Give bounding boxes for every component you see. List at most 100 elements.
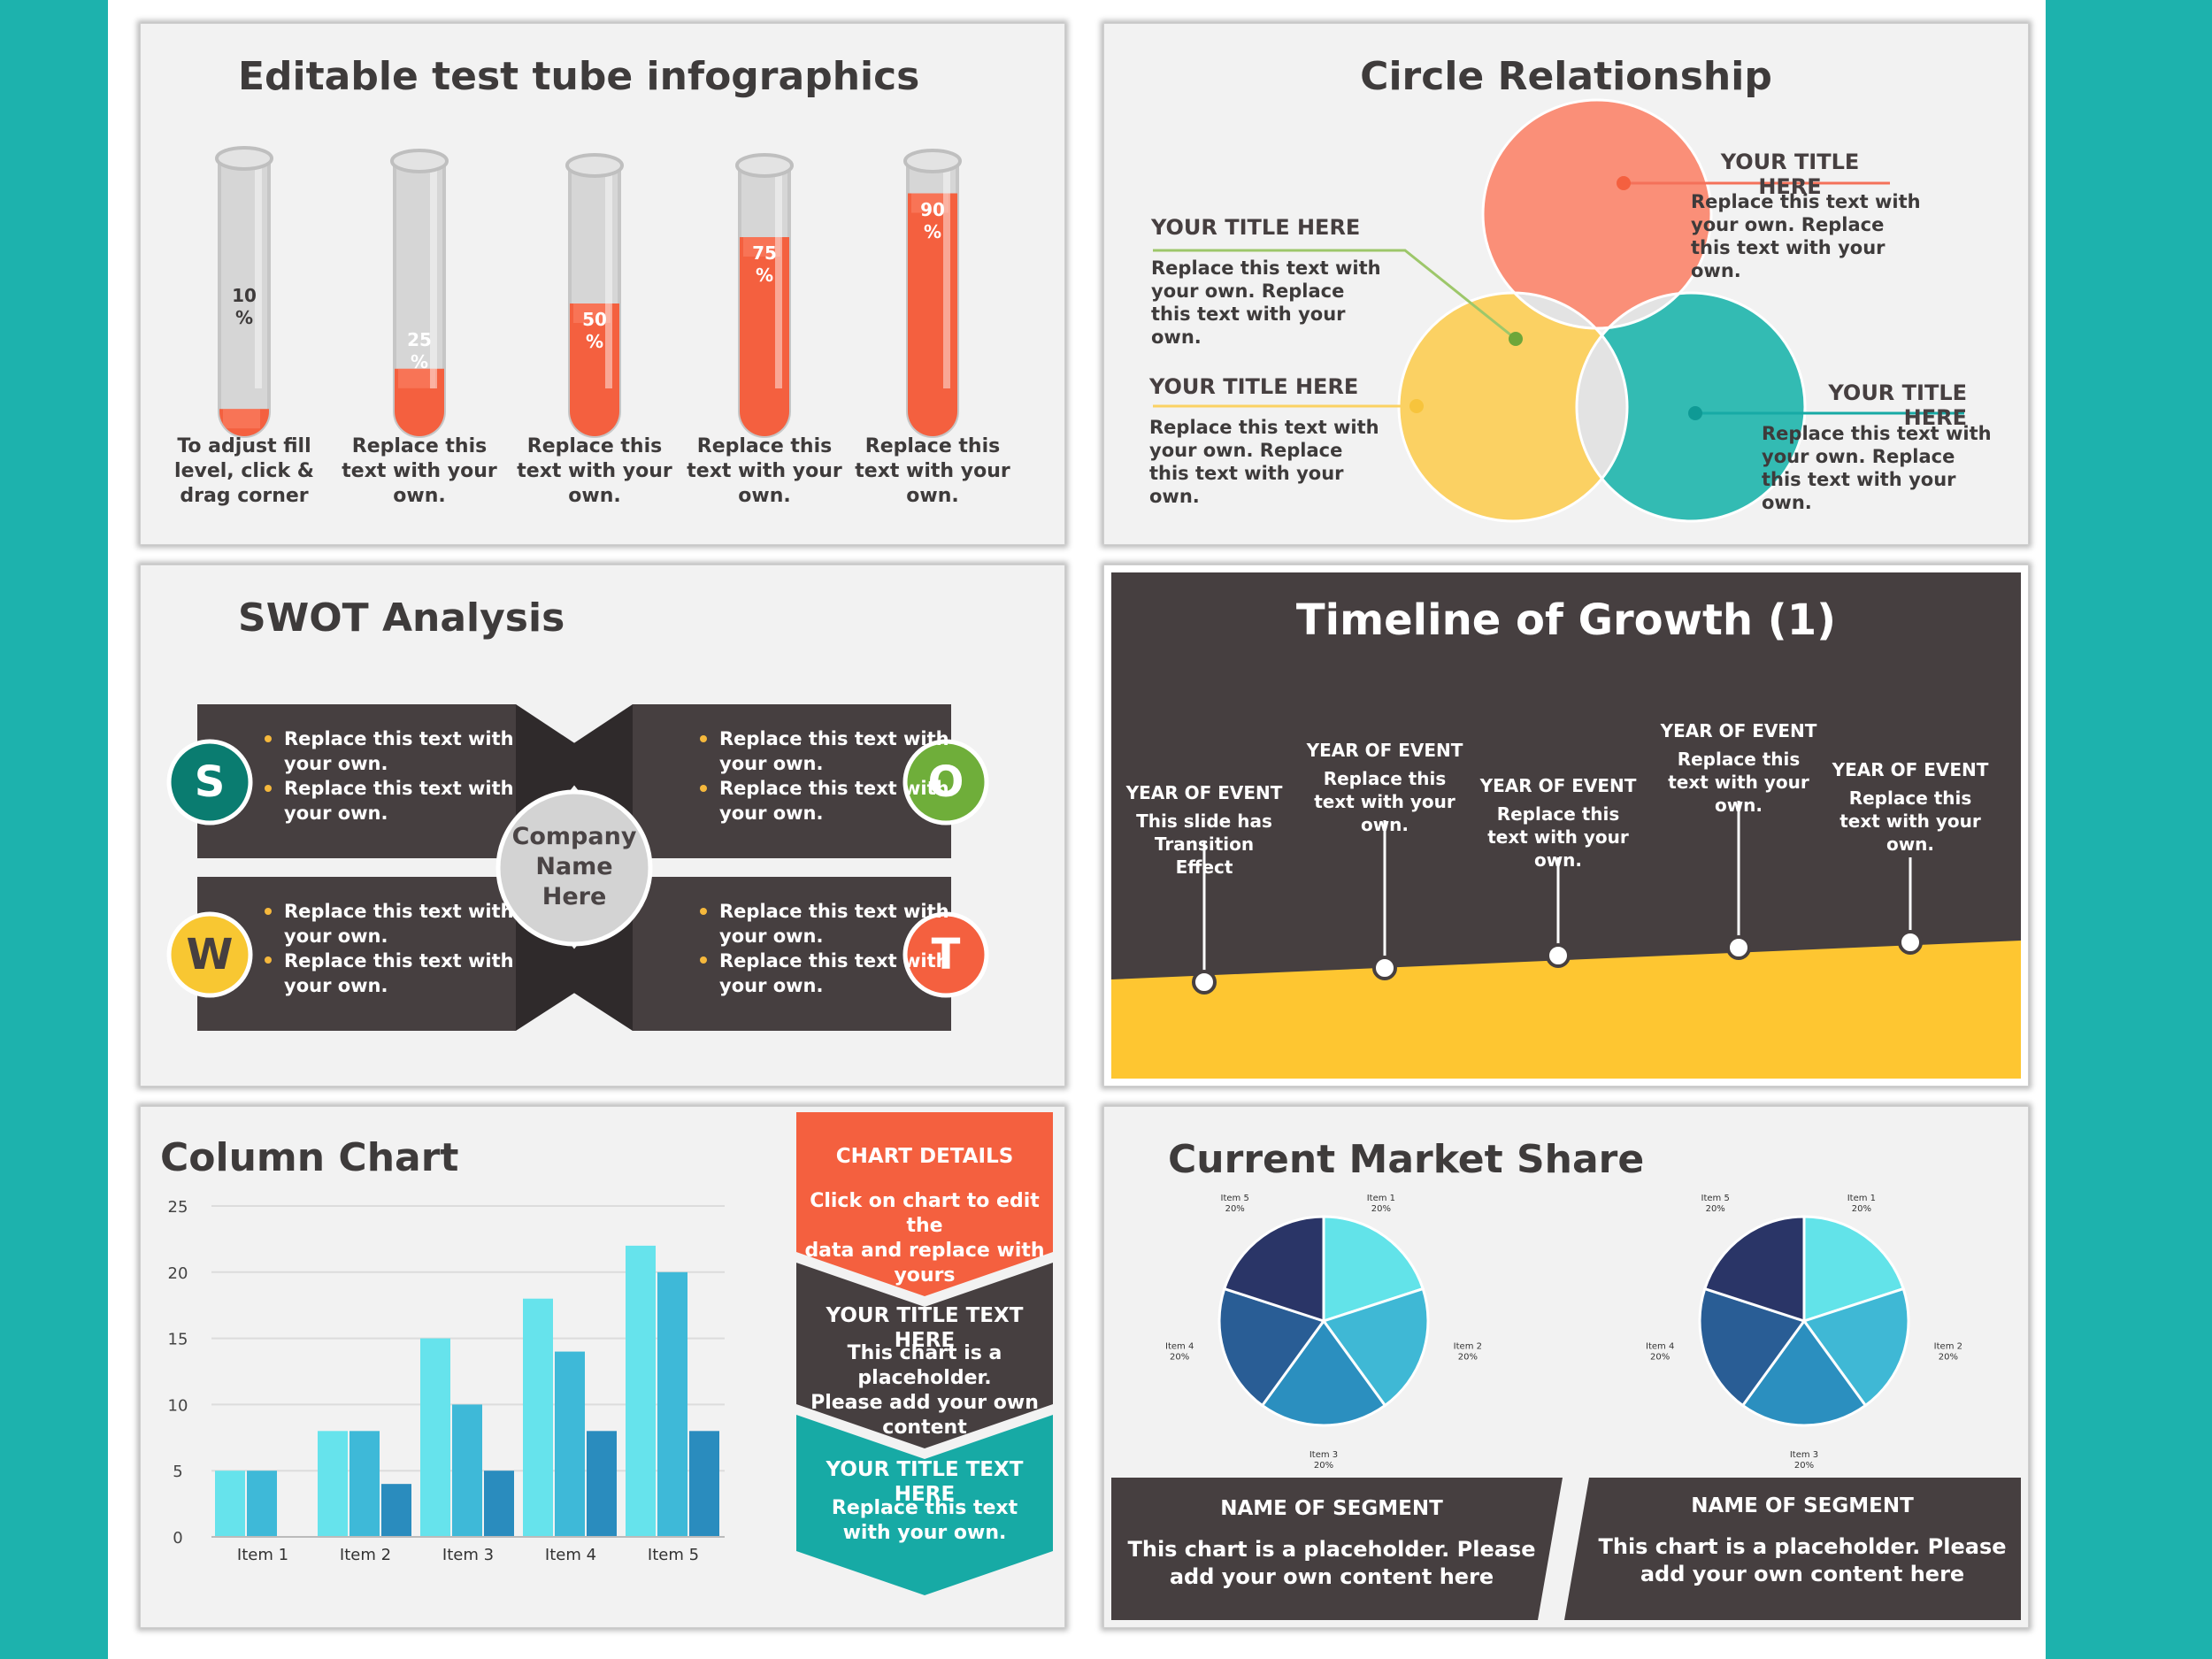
timeline-marker — [1546, 943, 1571, 968]
timeline-year: YEAR OF EVENT — [1125, 782, 1283, 803]
timeline-text-line: own. — [1360, 814, 1409, 835]
tube-liquid — [908, 193, 957, 436]
tube-percent-text: % — [410, 351, 429, 373]
pie-charts[interactable]: Item 120%Item 220%Item 320%Item 420%Item… — [1104, 1107, 2028, 1627]
text-line: your own. Replace — [1691, 214, 1885, 235]
swot-bullet-line: Replace this text with — [284, 950, 514, 972]
timeline-text-line: text with your — [1668, 772, 1809, 793]
timeline-year: YEAR OF EVENT — [1832, 759, 1989, 780]
tube-percent-label: 75% — [738, 242, 791, 287]
tube-caption-line: drag corner — [180, 485, 309, 507]
bar — [215, 1471, 245, 1537]
bar — [626, 1245, 656, 1537]
tube-percent-text: 10 — [232, 285, 257, 306]
y-tick-label: 25 — [168, 1198, 188, 1217]
chart-details-panel — [796, 1112, 1053, 1595]
bar — [555, 1351, 585, 1537]
slide-test-tubes[interactable]: Editable test tube infographics 10%To ad… — [140, 23, 1065, 545]
tube-rim — [565, 153, 624, 178]
timeline-graphic — [1111, 801, 2021, 1079]
slice-label: Item 2 — [1934, 1341, 1962, 1351]
tube-liquid — [395, 368, 444, 436]
tube-percent-text: % — [755, 265, 774, 286]
x-tick-label: Item 4 — [545, 1546, 596, 1564]
timeline-text-line: Effect — [1175, 856, 1233, 878]
pie-slice — [1702, 1215, 1806, 1324]
timeline-text-line: text with your — [1487, 826, 1629, 848]
company-name-line: Name — [535, 853, 613, 880]
timeline-text-line: text with your — [1839, 810, 1981, 832]
tube-percent-text: % — [234, 307, 254, 328]
tube-caption-line: Replace this — [864, 435, 1001, 457]
tube-rim — [735, 153, 794, 178]
timeline-marker — [1726, 935, 1751, 960]
swot-letter-s: S — [194, 757, 226, 807]
slide-title: Timeline of Growth (1) — [1295, 595, 1837, 645]
tube-caption-line: text with your — [342, 460, 497, 482]
slice-label: Item 1 — [1367, 1194, 1395, 1203]
slide-title: Editable test tube infographics — [238, 54, 920, 99]
slice-value: 20% — [1794, 1461, 1814, 1471]
slice-value: 20% — [1939, 1352, 1958, 1362]
x-tick-label: Item 2 — [340, 1546, 391, 1564]
swot-bullet-line: your own. — [284, 926, 388, 947]
text-line: own. — [1149, 486, 1200, 507]
x-tick-label: Item 1 — [237, 1546, 288, 1564]
text-line: This chart is a placeholder. Please — [1598, 1534, 2007, 1559]
text-line: Replace this text with — [1691, 191, 1921, 212]
tube-liquid — [740, 237, 789, 436]
text-line: Please add your own — [810, 1392, 1039, 1414]
timeline-text-line: own. — [1533, 849, 1583, 871]
text-line: This chart is a placeholder. Please — [1127, 1537, 1536, 1562]
mid-left-heading: YOUR TITLE HERE — [1149, 374, 1359, 399]
swot-bullet-line: your own. — [719, 975, 824, 996]
top-right-heading: YOUR TITLE HERE — [1720, 150, 1860, 199]
bar — [587, 1431, 617, 1537]
y-tick-label: 20 — [168, 1264, 188, 1283]
bar — [318, 1431, 348, 1537]
top-left-heading: YOUR TITLE HERE — [1151, 215, 1361, 240]
segment-left-heading: NAME OF SEGMENT — [1220, 1497, 1443, 1520]
slide-circle-relationship[interactable]: Circle Relationship — [1103, 23, 2029, 545]
slice-label: Item 3 — [1310, 1450, 1338, 1460]
tube-caption-line: text with your — [517, 460, 672, 482]
tube-percent-text: 90 — [920, 198, 945, 220]
chart-details-heading: CHART DETAILS — [835, 1145, 1014, 1168]
swot-graphic — [166, 704, 989, 1031]
bar — [349, 1431, 380, 1537]
tube-caption-line: Replace this — [526, 435, 663, 457]
text-line: your own. Replace — [1149, 440, 1343, 461]
swot-bullet-line: your own. — [284, 803, 388, 824]
text-line: add your own content here — [1169, 1564, 1494, 1589]
text-line: yours — [894, 1264, 956, 1286]
tube-percent-label: 25% — [393, 329, 446, 373]
slice-value: 20% — [1225, 1204, 1245, 1214]
swot-bullet-line: your own. — [719, 926, 824, 947]
timeline-text-line: Replace this — [1323, 768, 1447, 789]
tube-shine — [605, 171, 612, 388]
tube-rim — [390, 149, 449, 173]
slice-label: Item 4 — [1165, 1341, 1194, 1351]
box3-heading: YOUR TITLE TEXT HERE — [826, 1458, 1024, 1506]
timeline-marker — [1192, 970, 1217, 995]
slice-label: Item 1 — [1847, 1194, 1876, 1203]
test-tube — [215, 146, 273, 438]
text-line: this text with your — [1151, 303, 1346, 325]
